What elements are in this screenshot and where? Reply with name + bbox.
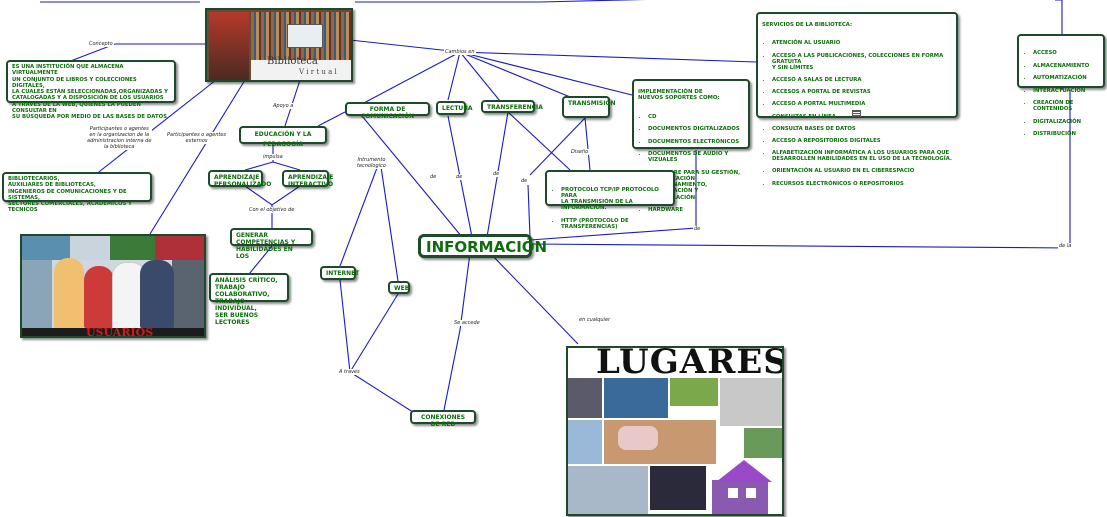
label-en-cualquier: en cualquier: [578, 317, 612, 323]
acceso-item: DISTRIBUCIÓN: [1033, 131, 1099, 137]
usuarios-title: USUARIOS: [86, 326, 154, 338]
internet-node[interactable]: INTERNET: [320, 266, 359, 280]
lugares-image: LUGARES: [566, 346, 784, 516]
label-de-5: de: [693, 226, 702, 232]
label-de-3: de: [492, 171, 501, 177]
label-con-el-objetivo: Con el objetivo de: [248, 207, 296, 213]
usuarios-image: USUARIOS: [20, 234, 206, 338]
implementacion-item: HARDWARE: [648, 207, 744, 213]
label-cambios-en: Cambios en: [444, 49, 476, 55]
acceso-list: ACCESO ALMACENAMIENTO AUTOMATIZACIÓN INT…: [1023, 44, 1099, 143]
acceso-item: ACCESO: [1033, 50, 1099, 56]
analisis-node[interactable]: ANÁLISIS CRÍTICO, TRABAJO COLABORATIVO, …: [209, 273, 289, 326]
protocolos-list: PROTOCOLO TCP/IP PROTOCOLO PARA LA TRANS…: [551, 180, 669, 237]
servicio-item: ACCESO A LAS PUBLICACIONES, COLECCIONES …: [772, 53, 952, 71]
aprendizaje-personalizado-node[interactable]: APRENDIZAJE PERSONALIZADO: [208, 170, 271, 188]
protocolos-node[interactable]: PROTOCOLO TCP/IP PROTOCOLO PARA LA TRANS…: [545, 170, 675, 230]
implementacion-item: DOCUMENTOS DE AUDIO Y VIZUALES: [648, 151, 744, 163]
web-node[interactable]: WEB: [388, 281, 410, 294]
servicio-item: CONSULTAS EN LÍNEA: [772, 114, 952, 120]
implementacion-item: CD: [648, 114, 744, 120]
servicio-item: ATENCIÓN AL USUARIO: [772, 40, 952, 46]
acceso-node[interactable]: ACCESO ALMACENAMIENTO AUTOMATIZACIÓN INT…: [1017, 34, 1105, 137]
servicio-item: ORIENTACIÓN AL USUARIO EN EL CIBERESPACI…: [772, 168, 952, 174]
label-diseno: Diseño: [570, 149, 590, 155]
label-de-la: de la: [1058, 243, 1073, 249]
implementacion-item: DOCUMENTOS ELECTRÓNICOS: [648, 139, 744, 145]
definicion-node[interactable]: ES UNA INSTITUCIÓN QUE ALMACENA VIRTUALM…: [6, 60, 176, 120]
acceso-item: CREACIÓN DE CONTENIDOS: [1033, 100, 1099, 112]
label-de-1: de: [429, 174, 438, 180]
protocolo-item: PROTOCOLO TCP/IP PROTOCOLO PARA LA TRANS…: [561, 187, 669, 212]
bibliotecarios-node[interactable]: BIBLIOTECARIOS, AUXILIARES DE BIBLIOTECA…: [2, 172, 152, 213]
acceso-item: AUTOMATIZACIÓN: [1033, 75, 1099, 81]
label-participantes-externos: Participantes o agentes externos: [166, 132, 228, 144]
biblioteca-subtitle: V i r t u a l: [299, 68, 337, 76]
implementacion-title: IMPLEMENTACIÓN DE NUEVOS SOPORTES COMO:: [638, 89, 720, 102]
biblioteca-virtual-image: Biblioteca V i r t u a l: [205, 8, 353, 82]
servicios-list: ATENCIÓN AL USUARIO ACCESO A LAS PUBLICA…: [762, 34, 952, 192]
aprendizaje-interactivo-node[interactable]: APRENDIZAJE INTERACTIVO: [282, 170, 333, 188]
label-instrumento: Intrumento tecnologico: [356, 157, 387, 169]
label-concepto: Concepto: [88, 41, 114, 47]
servicio-item: CONSULTA BASES DE DATOS: [772, 126, 952, 132]
transferencia-node[interactable]: TRANSFERENCIA: [481, 100, 543, 113]
forma-comunicacion-node[interactable]: FORMA DE COMUNICACIÓN: [345, 102, 430, 120]
acceso-item: DIGITALIZACIÓN: [1033, 119, 1099, 125]
label-de-4: de: [520, 178, 529, 184]
servicio-item: ALFABETIZACIÓN INFORMÁTICA A LOS USUARIO…: [772, 150, 952, 162]
implementacion-item: DOCUMENTOS DIGITALIZADOS: [648, 126, 744, 132]
generar-node[interactable]: GENERAR COMPETENCIAS Y HABILIDADES EN LO…: [230, 228, 313, 260]
label-se-accede: Se accede: [453, 320, 481, 326]
servicios-title: SERVICIOS DE LA BIBLIOTECA:: [762, 22, 853, 29]
servicio-item: ACCESOS A PORTAL DE REVISTAS: [772, 89, 952, 95]
acceso-item: INTERACTUACIÓN: [1033, 88, 1099, 94]
expand-icon[interactable]: [852, 110, 861, 117]
servicio-item: ACCESO A REPOSITORIOS DIGITALES: [772, 138, 952, 144]
label-participantes-internos: Participantes o agentes en la organizaci…: [86, 126, 153, 150]
label-apoyo-a: Apoyo a: [272, 103, 295, 109]
servicio-item: RECURSOS ELECTRÓNICOS O REPOSITORIOS: [772, 181, 952, 187]
label-impulsa: impulsa: [262, 154, 284, 160]
biblioteca-title: Biblioteca: [267, 56, 318, 67]
educacion-node[interactable]: EDUCACIÓN Y LA PEDAGOGÍA: [239, 126, 327, 148]
servicios-node[interactable]: SERVICIOS DE LA BIBLIOTECA: ATENCIÓN AL …: [756, 12, 958, 187]
servicio-item: ACCESO A PORTAL MULTIMEDIA: [772, 101, 952, 107]
servicio-item: ACCESO A SALAS DE LECTURA: [772, 77, 952, 83]
label-a-traves: A traves: [338, 369, 361, 375]
acceso-item: ALMACENAMIENTO: [1033, 63, 1099, 69]
conexiones-node[interactable]: CONEXIONES DE RED: [410, 410, 476, 428]
implementacion-node[interactable]: IMPLEMENTACIÓN DE NUEVOS SOPORTES COMO: …: [632, 79, 750, 213]
protocolo-item: HTTP (PROTOCOLO DE TRANSFERENCIAS): [561, 218, 669, 231]
informacion-node[interactable]: INFORMACIÓN: [418, 234, 547, 258]
lugares-title: LUGARES: [596, 346, 784, 382]
transmision-node[interactable]: TRANSMISIÓN: [562, 96, 616, 118]
label-de-2: de: [455, 174, 464, 180]
lectura-node[interactable]: LECTURA: [436, 101, 473, 115]
